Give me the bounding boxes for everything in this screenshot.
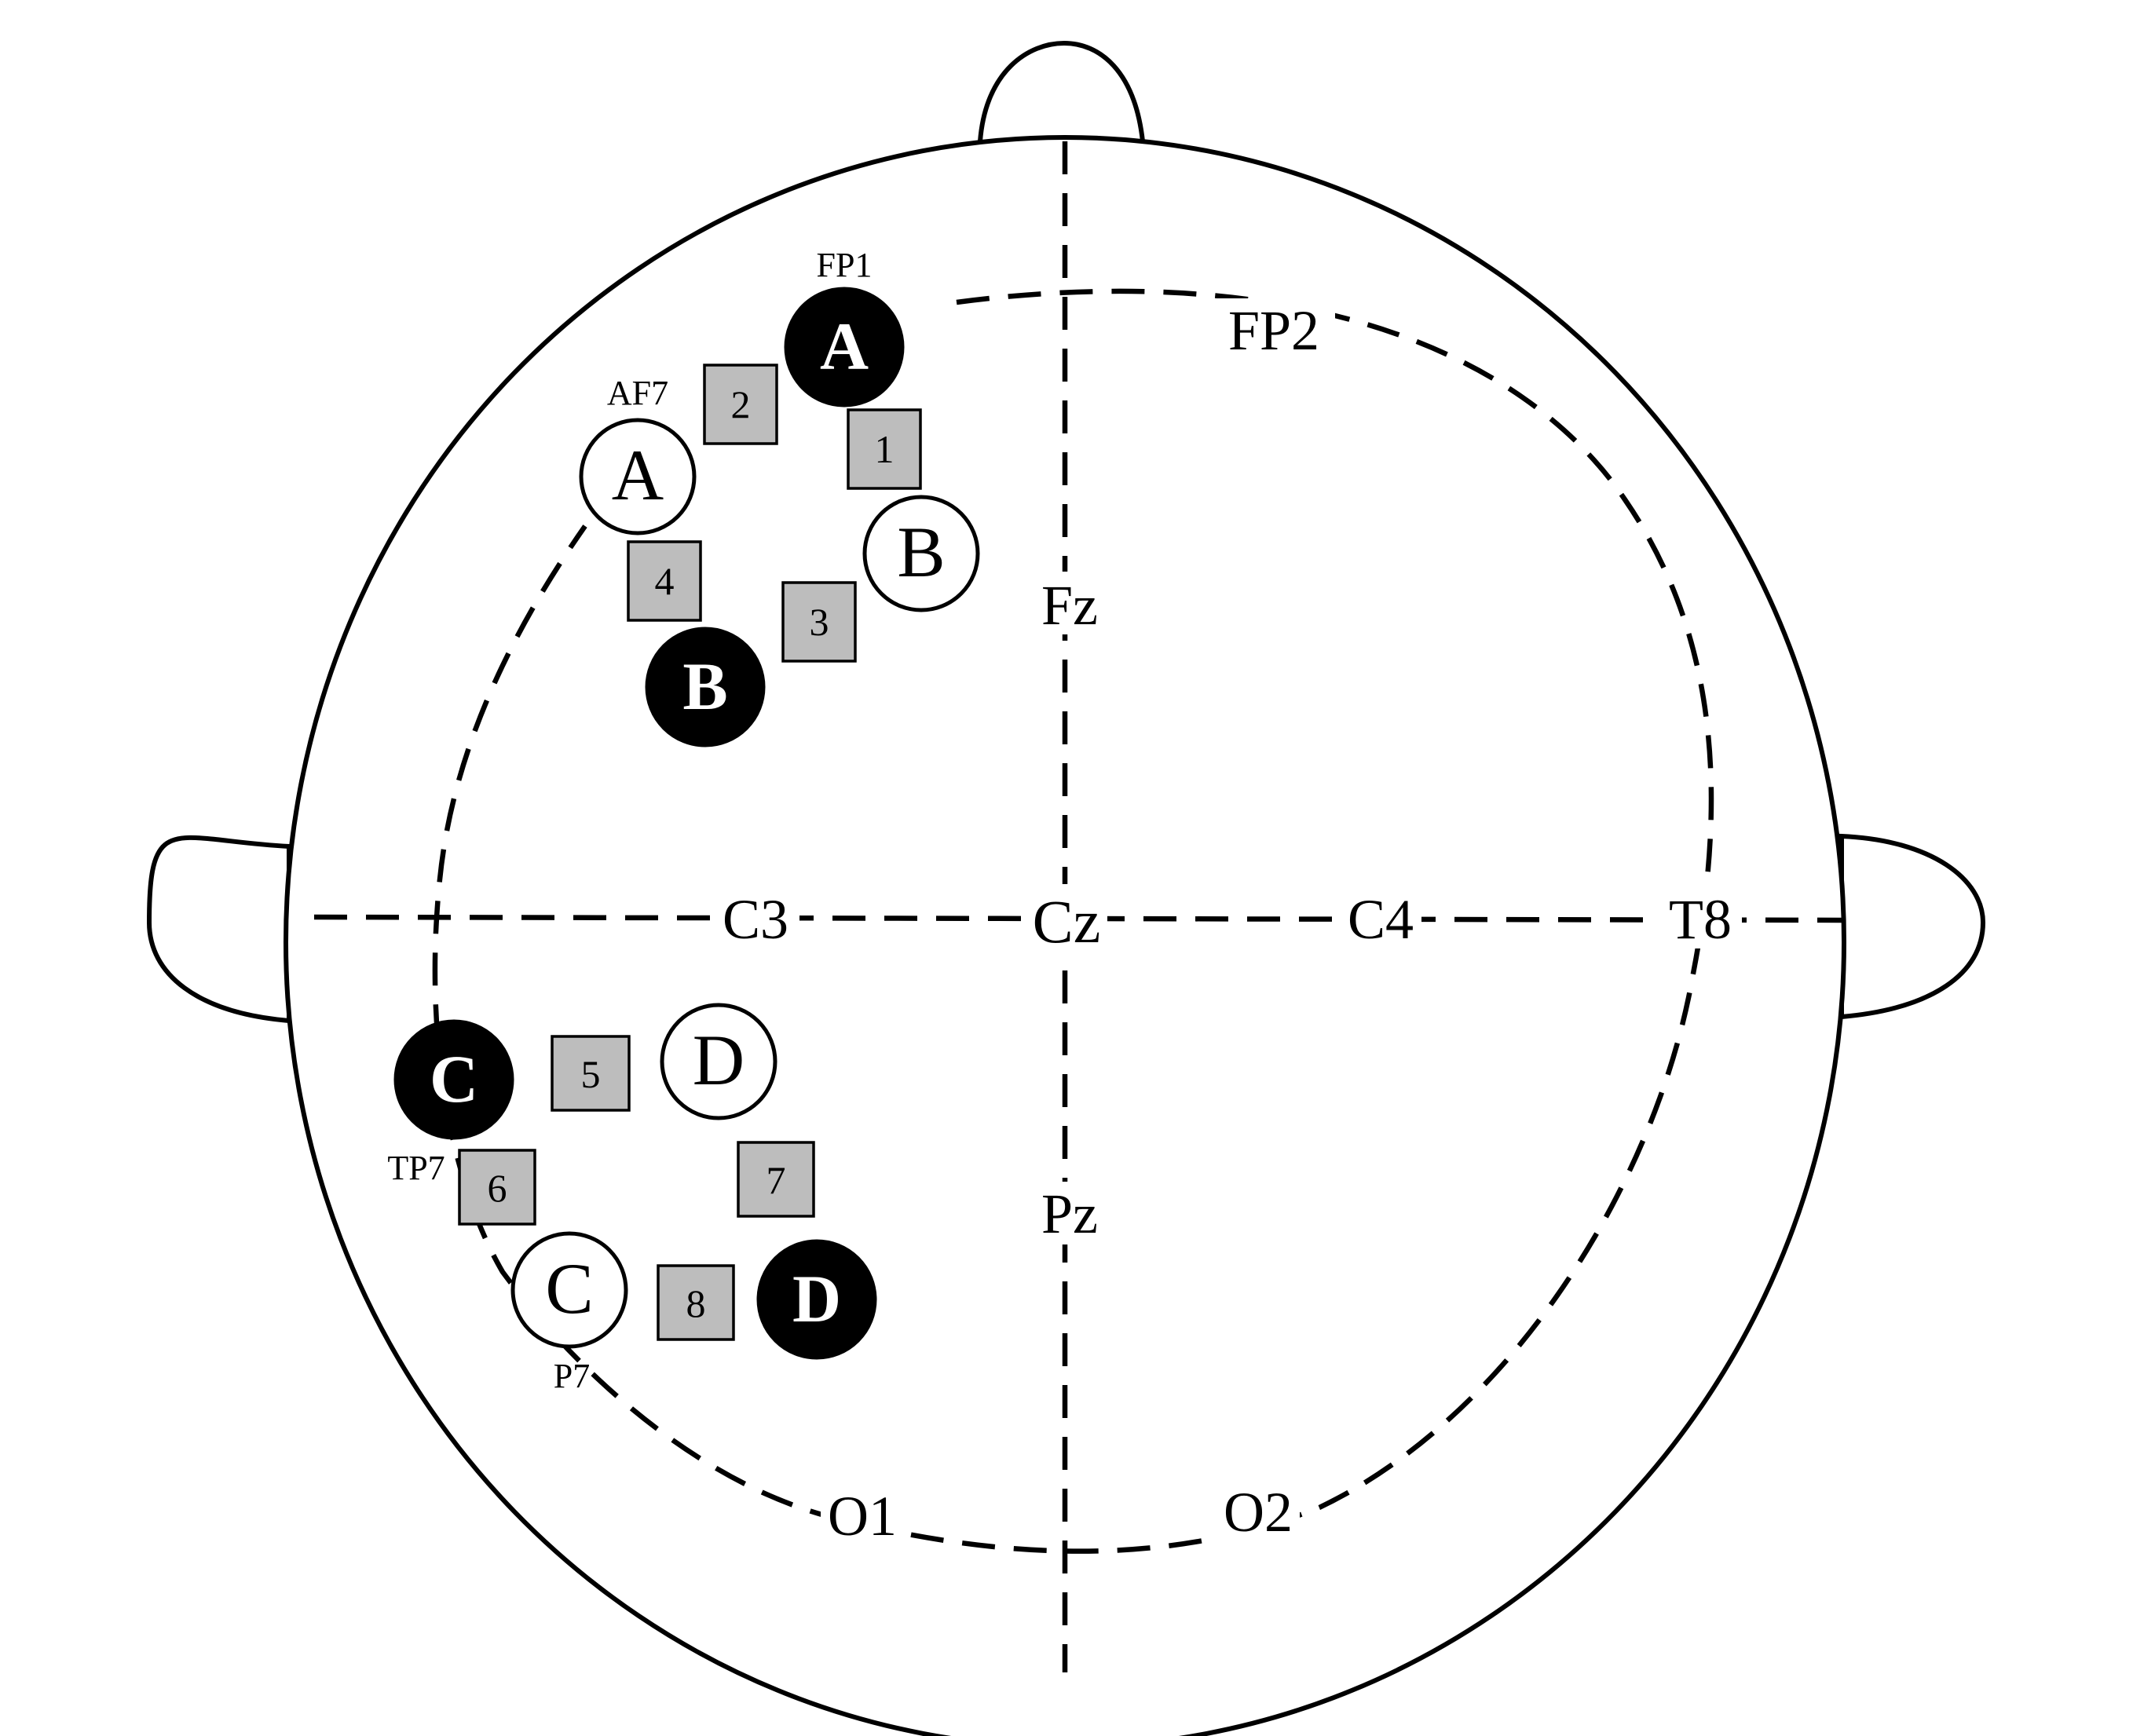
nose xyxy=(978,40,1145,142)
site-label-cz: Cz xyxy=(1033,887,1101,956)
label-bg-fp2 xyxy=(1217,298,1335,361)
electrode-b-open: B xyxy=(862,495,980,612)
site-label-af7: AF7 xyxy=(607,374,668,412)
site-label-fp1: FP1 xyxy=(817,246,873,284)
left-ear xyxy=(146,835,291,1024)
svg-text:B: B xyxy=(682,649,727,724)
label-bg-c3 xyxy=(713,886,799,948)
svg-text:1: 1 xyxy=(875,427,895,471)
svg-text:4: 4 xyxy=(655,559,675,603)
channel-6: 6 xyxy=(458,1149,536,1226)
channel-5: 5 xyxy=(551,1035,631,1112)
label-bg-t8 xyxy=(1656,886,1742,948)
site-label-c4: C4 xyxy=(1348,888,1414,951)
channel-2: 2 xyxy=(703,364,778,445)
electrode-d-open: D xyxy=(660,1003,777,1120)
site-label-fz: Fz xyxy=(1041,574,1098,637)
label-bg-pz xyxy=(1035,1182,1101,1244)
channel-1: 1 xyxy=(847,408,922,490)
svg-text:C: C xyxy=(430,1041,478,1117)
electrode-d-filled: D xyxy=(756,1239,877,1360)
svg-text:8: 8 xyxy=(686,1281,706,1325)
electrode-c-filled: C xyxy=(393,1019,514,1140)
svg-text:C: C xyxy=(545,1248,593,1328)
coronal-line xyxy=(313,914,1842,923)
right-ear xyxy=(1839,833,1986,1020)
label-bg-fz xyxy=(1035,572,1101,634)
svg-text:6: 6 xyxy=(488,1166,507,1210)
site-label-tp7: TP7 xyxy=(387,1149,445,1187)
channel-7: 7 xyxy=(737,1141,815,1218)
svg-text:D: D xyxy=(693,1020,745,1100)
electrode-c-open: C xyxy=(510,1231,628,1349)
site-label-p7: P7 xyxy=(554,1357,590,1395)
svg-text:5: 5 xyxy=(581,1052,601,1096)
label-bg-c4 xyxy=(1335,886,1421,948)
channel-8: 8 xyxy=(657,1264,735,1341)
svg-text:A: A xyxy=(820,309,869,384)
label-bg-o2 xyxy=(1213,1480,1300,1543)
site-label-pz: Pz xyxy=(1041,1182,1098,1245)
svg-text:A: A xyxy=(612,435,664,515)
site-label-t8: T8 xyxy=(1669,888,1732,951)
electrode-a-open: A xyxy=(579,418,697,535)
site-label-c3: C3 xyxy=(723,888,788,951)
svg-text:D: D xyxy=(792,1261,841,1336)
electrode-a-filled: A xyxy=(784,287,905,408)
label-bg-cz xyxy=(1023,884,1107,955)
label-bg-o1 xyxy=(821,1484,907,1547)
svg-text:7: 7 xyxy=(766,1158,786,1202)
site-label-fp2: FP2 xyxy=(1228,299,1319,362)
svg-text:3: 3 xyxy=(810,600,829,644)
site-label-o1: O1 xyxy=(828,1485,897,1548)
svg-text:2: 2 xyxy=(731,382,751,426)
svg-text:B: B xyxy=(897,512,945,592)
channel-3: 3 xyxy=(781,581,857,663)
site-label-o2: O2 xyxy=(1224,1481,1293,1544)
electrode-b-filled: B xyxy=(645,627,766,747)
channel-4: 4 xyxy=(627,540,702,622)
